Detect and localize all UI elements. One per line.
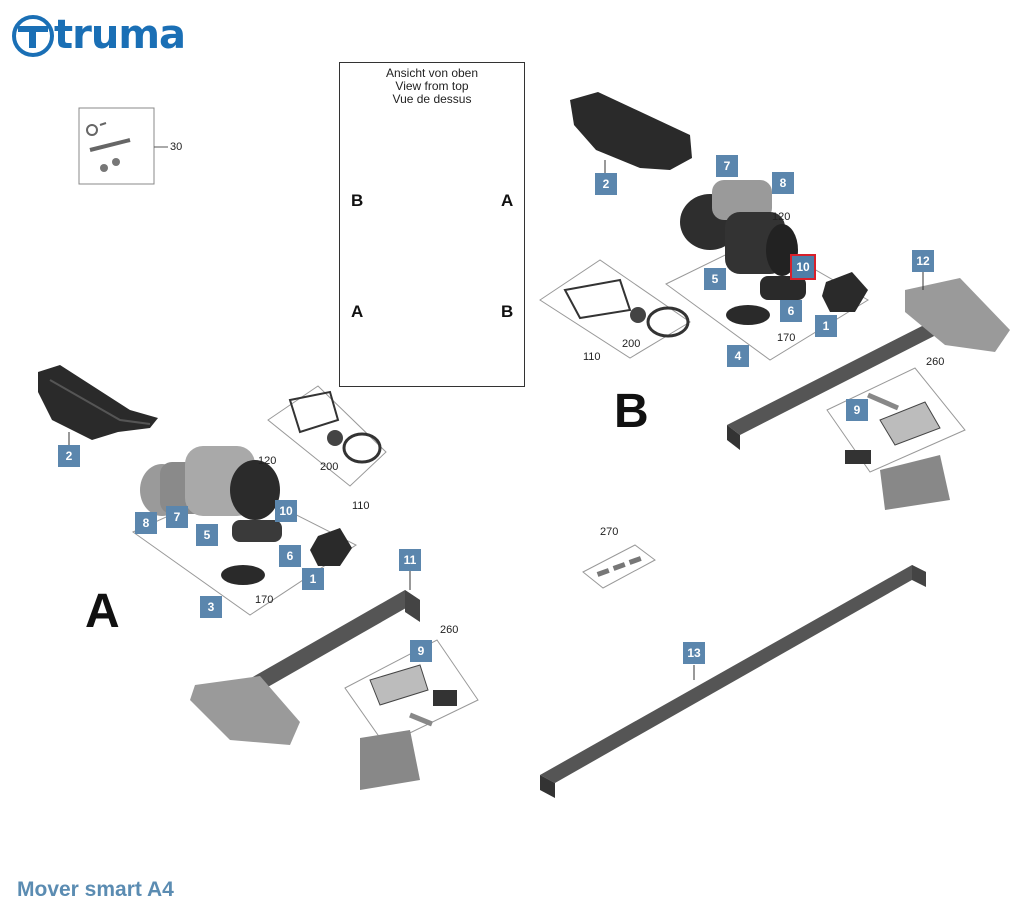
bracket-kit-a-drawing (344, 639, 479, 790)
truma-logo: truma (10, 12, 186, 58)
bracket-kit-b-drawing (826, 367, 966, 510)
part-badge-a-3[interactable]: 3 (200, 596, 222, 618)
clip-kit-270-drawing (582, 544, 656, 589)
truma-logo-icon (12, 15, 54, 57)
cross-beam-a-drawing (190, 590, 420, 745)
part-badge-13[interactable]: 13 (683, 642, 705, 664)
inset-label-top-left: B (351, 191, 364, 210)
caption-english: View from top (395, 79, 469, 93)
fastener-kit-30-drawing (78, 107, 168, 185)
part-badge-a-5[interactable]: 5 (196, 524, 218, 546)
inset-label-bottom-left: A (351, 302, 364, 321)
cable-set-a-drawing (267, 385, 387, 487)
truma-logo-text: truma (54, 12, 186, 58)
cable-set-b-drawing (539, 259, 691, 359)
leader-lines (68, 160, 924, 680)
part-number-a-260: 260 (440, 624, 459, 636)
part-badge-b-5[interactable]: 5 (704, 268, 726, 290)
part-number-b-170: 170 (777, 332, 796, 344)
part-badge-a-2[interactable]: 2 (58, 445, 80, 467)
drive-unit-a-drawing (131, 446, 357, 616)
part-badge-b-6[interactable]: 6 (780, 300, 802, 322)
part-number-b-120: 120 (772, 211, 791, 223)
part-number-a-200: 200 (320, 461, 339, 473)
part-badge-b-4[interactable]: 4 (727, 345, 749, 367)
part-badge-b-9[interactable]: 9 (846, 399, 868, 421)
page-title: Mover smart A4 (17, 878, 174, 901)
caption-french: Vue de dessus (392, 92, 472, 106)
part-number-b-260: 260 (926, 356, 945, 368)
inset-label-top-right: A (501, 191, 514, 210)
part-badge-a-11[interactable]: 11 (399, 549, 421, 571)
part-badge-b-1[interactable]: 1 (815, 315, 837, 337)
side-label-a: A (85, 585, 120, 638)
part-number-a-110: 110 (352, 500, 370, 512)
part-number-b-200: 200 (622, 338, 641, 350)
part-badge-b-2[interactable]: 2 (595, 173, 617, 195)
part-number-270: 270 (600, 526, 619, 538)
cross-beam-b-drawing (727, 278, 1010, 450)
cover-a-drawing (38, 365, 158, 440)
side-label-b: B (614, 385, 649, 438)
part-badge-a-8[interactable]: 8 (135, 512, 157, 534)
top-view-inset: Ansicht von oben View from top Vue de de… (339, 62, 525, 387)
inset-label-bottom-right: B (501, 302, 514, 321)
part-badge-a-9[interactable]: 9 (410, 640, 432, 662)
part-badge-b-10-highlighted[interactable]: 10 (790, 254, 816, 280)
long-beam-13-drawing (540, 565, 926, 798)
cover-b-drawing (570, 92, 692, 170)
part-number-a-120: 120 (258, 455, 277, 467)
part-badge-b-7[interactable]: 7 (716, 155, 738, 177)
drive-unit-b-drawing (665, 180, 869, 361)
part-number-a-170: 170 (255, 594, 274, 606)
part-badge-a-10[interactable]: 10 (275, 500, 297, 522)
part-number-30: 30 (170, 141, 183, 153)
part-number-b-110: 110 (583, 351, 601, 363)
part-badge-b-8[interactable]: 8 (772, 172, 794, 194)
part-badge-a-7[interactable]: 7 (166, 506, 188, 528)
part-badge-a-6[interactable]: 6 (279, 545, 301, 567)
part-badge-a-1[interactable]: 1 (302, 568, 324, 590)
part-badge-b-12[interactable]: 12 (912, 250, 934, 272)
caption-german: Ansicht von oben (385, 66, 479, 80)
